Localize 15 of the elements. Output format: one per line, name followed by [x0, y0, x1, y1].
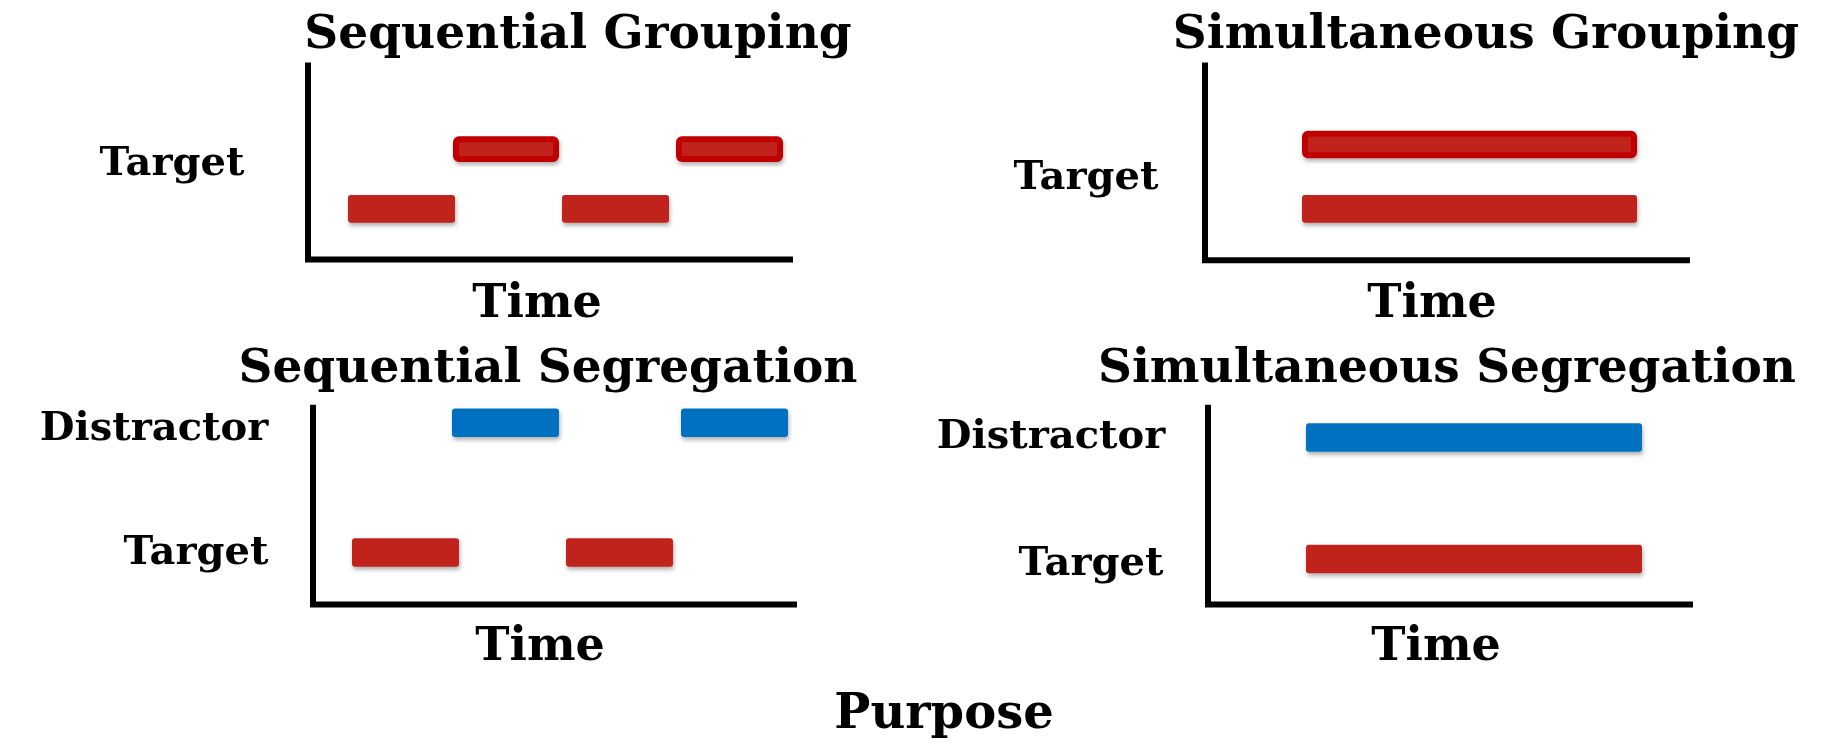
- axis-label: Target: [1018, 538, 1164, 585]
- axis-label: Target: [1013, 151, 1159, 198]
- panel-title: Simultaneous Grouping: [1172, 5, 1800, 60]
- axis-label: Distractor: [39, 402, 269, 449]
- section-heading: Purpose: [834, 684, 1054, 740]
- axis-label: Time: [1371, 617, 1501, 671]
- axis-label: Distractor: [936, 411, 1166, 458]
- axis-label: Target: [99, 138, 245, 184]
- axis-label: Target: [123, 527, 269, 574]
- panel-title: Sequential Grouping: [304, 5, 852, 60]
- panel-title: Simultaneous Segregation: [1098, 339, 1796, 394]
- axis-label: Time: [472, 274, 602, 328]
- panel-title: Sequential Segregation: [238, 339, 858, 394]
- axis-label: Time: [1367, 274, 1497, 328]
- axis-label: Time: [475, 617, 605, 671]
